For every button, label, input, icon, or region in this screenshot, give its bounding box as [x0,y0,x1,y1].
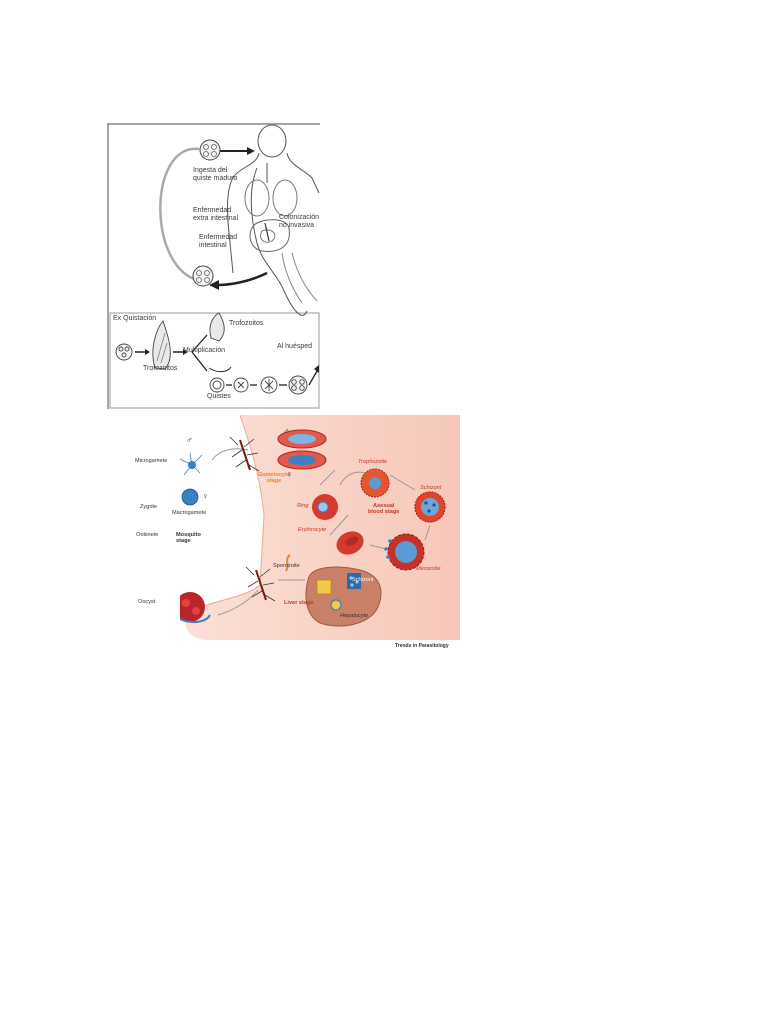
label-ex-quistacion: Ex Quistación [113,315,157,322]
amoeba-life-cycle-figure: Ingesta del quiste maduro Enfermedad ext… [107,123,320,409]
microgamete-cell [180,452,203,476]
macrogamete-cell [181,488,199,506]
excystation-sequence [115,312,319,395]
label-credit: Trends in Parasitology [395,643,449,649]
mature-cyst-top [199,139,221,161]
human-body-outline [227,124,320,316]
label-quistes: Quistes [207,393,231,400]
label-trophozoite: Trophozoite [358,459,388,465]
label-ookinete: Ookinete [136,532,159,538]
male-symbol-left: ♂ [186,435,193,445]
malaria-life-cycle-drawing [180,415,460,640]
label-gametocyte-stage: Gametocyte stage [258,472,291,485]
ring-stage-cell [312,494,338,520]
label-ingesta: Ingesta del quiste maduro [193,167,238,183]
label-liver-stage: Liver stage [284,600,314,606]
mature-cyst-bottom [192,265,214,287]
hepatocyte-infected-cell [330,599,342,611]
label-al-huesped: Al huésped [277,343,313,350]
sporozoite-cell [285,554,291,572]
label-zygote: Zygote [140,504,158,510]
label-schizont-top: Schizont [420,485,442,491]
hepatocyte-yellow-cell [316,579,332,595]
gametocyte-female [277,450,327,470]
amoeba-life-cycle-drawing [107,123,320,409]
mosquito-bottom [245,566,276,602]
merozoite-rupture-cell [384,533,425,571]
gametocyte-male [277,429,327,449]
cycle-arrows [180,448,431,616]
label-oocyst: Oocyst [138,599,156,605]
label-colonizacion: Colonización no invasiva [279,214,320,230]
label-trofozoitos-top: Trofozoitos [229,320,264,327]
schizont-cell-blood [414,491,446,523]
label-intestinal: Enfermedad intestinal [199,234,238,250]
malaria-life-cycle-figure: ♂ Microgamete Zygote ♀ Macrogamete Ookin… [135,415,460,655]
liver-schizont-cell [347,573,361,589]
label-mosquito-stage: Mosquito stage [176,532,201,545]
label-macrogamete: Macrogamete [172,510,207,516]
midgut-oocyst-cluster [180,592,211,623]
human-torso-silhouette [185,415,460,640]
mosquito-top [229,436,260,472]
erythrocyte-cell [336,531,364,555]
female-symbol-left: ♀ [202,491,209,501]
label-merozoite: Merozoite [416,566,441,572]
label-erythrocyte: Erythrocyte [298,527,327,533]
label-extra-intestinal: Enfermedad extra intestinal [193,207,239,223]
trophozoite-cell [360,468,390,498]
label-sporozoite: Sporozoite [273,563,300,569]
label-schizont-liver: Schizont [352,577,374,583]
label-hepatocyte: Hepatocyte [340,613,369,619]
label-trofozoitos-bottom: Trofozoitos [143,365,178,372]
label-multiplicacion: Multiplicación [183,347,226,354]
male-symbol-right: ♂ [283,426,290,436]
label-ring: Ring [297,503,309,509]
label-asexual-blood-stage: Asexual blood stage [368,503,400,516]
label-microgamete: Microgamete [135,458,168,464]
female-symbol-right: ♀ [286,469,293,479]
colon-pointer-line [264,222,270,242]
